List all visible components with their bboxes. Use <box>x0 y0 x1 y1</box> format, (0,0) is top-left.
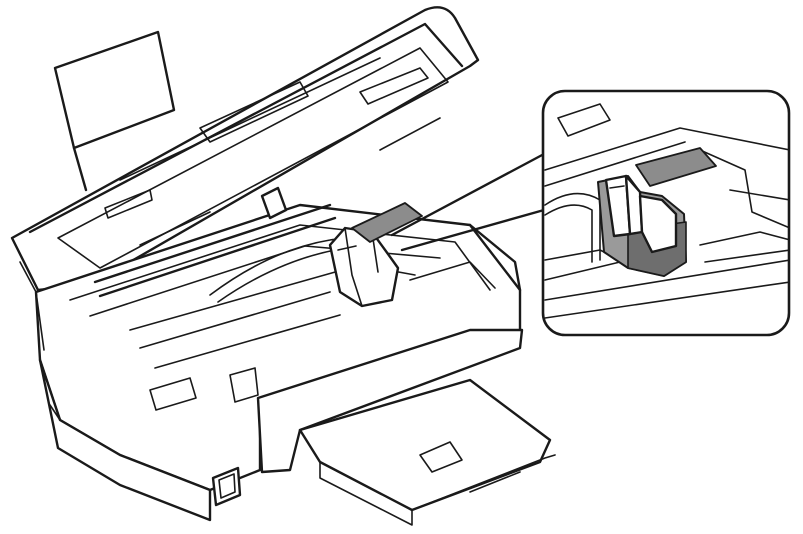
output-tray <box>256 328 556 526</box>
protective-tape-main <box>351 202 423 243</box>
callout-leader <box>390 152 546 252</box>
paper-support <box>53 30 176 192</box>
scanner-unit-open <box>10 6 480 292</box>
printer-body <box>19 203 522 522</box>
magnifier-callout <box>541 89 791 337</box>
